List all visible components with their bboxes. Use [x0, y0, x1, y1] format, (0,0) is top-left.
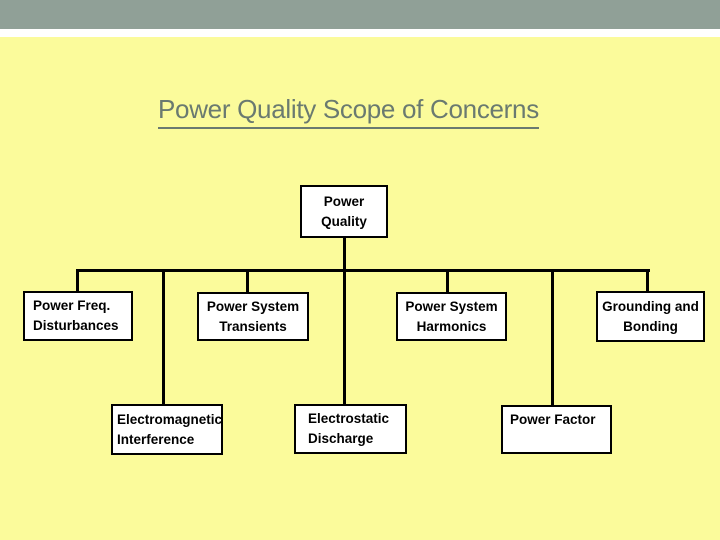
node-label-line: Power: [323, 193, 365, 209]
node-electrostatic-discharge: Electrostatic Discharge: [294, 404, 407, 454]
node-label-line: Power System: [206, 298, 300, 314]
node-label-line: Power Factor: [510, 412, 596, 427]
node-power-quality: Power Quality: [300, 185, 388, 238]
connector-drop-power-factor: [551, 269, 554, 407]
node-power-system-harmonics: Power System Harmonics: [396, 292, 507, 341]
node-label-line: Disturbances: [33, 318, 119, 333]
connector-drop-power-system-transients: [246, 269, 249, 293]
node-label-line: Bonding: [623, 318, 678, 334]
node-power-system-transients: Power System Transients: [197, 292, 309, 341]
node-label-line: Power Freq.: [33, 298, 111, 313]
node-grounding-and-bonding: Grounding and Bonding: [596, 291, 705, 342]
node-label-line: Harmonics: [416, 318, 487, 334]
connector-horizontal-bus: [77, 269, 650, 272]
connector-drop-electromagnetic-interference: [162, 269, 165, 406]
node-power-factor: Power Factor: [501, 405, 612, 454]
connector-trunk-power-quality: [343, 238, 346, 406]
node-label-line: Interference: [117, 431, 195, 447]
node-power-freq-disturbances: Power Freq. Disturbances: [23, 291, 133, 341]
top-band: [0, 0, 720, 29]
connector-drop-power-system-harmonics: [446, 269, 449, 293]
connector-drop-power-freq-disturbances: [76, 269, 79, 292]
node-label-line: Power System: [405, 298, 498, 314]
connector-drop-grounding-and-bonding: [646, 269, 649, 292]
node-label-line: Quality: [321, 213, 367, 229]
node-label-line: Electromagnetic: [117, 411, 223, 427]
node-label-line: Transients: [219, 318, 287, 334]
node-label-line: Grounding and: [602, 298, 699, 314]
node-electromagnetic-interference: Electromagnetic Interference: [111, 404, 223, 455]
node-label-line: Discharge: [308, 431, 374, 446]
accent-strip: [0, 29, 720, 37]
node-label-line: Electrostatic: [308, 411, 390, 426]
page-title: Power Quality Scope of Concerns: [158, 94, 539, 129]
